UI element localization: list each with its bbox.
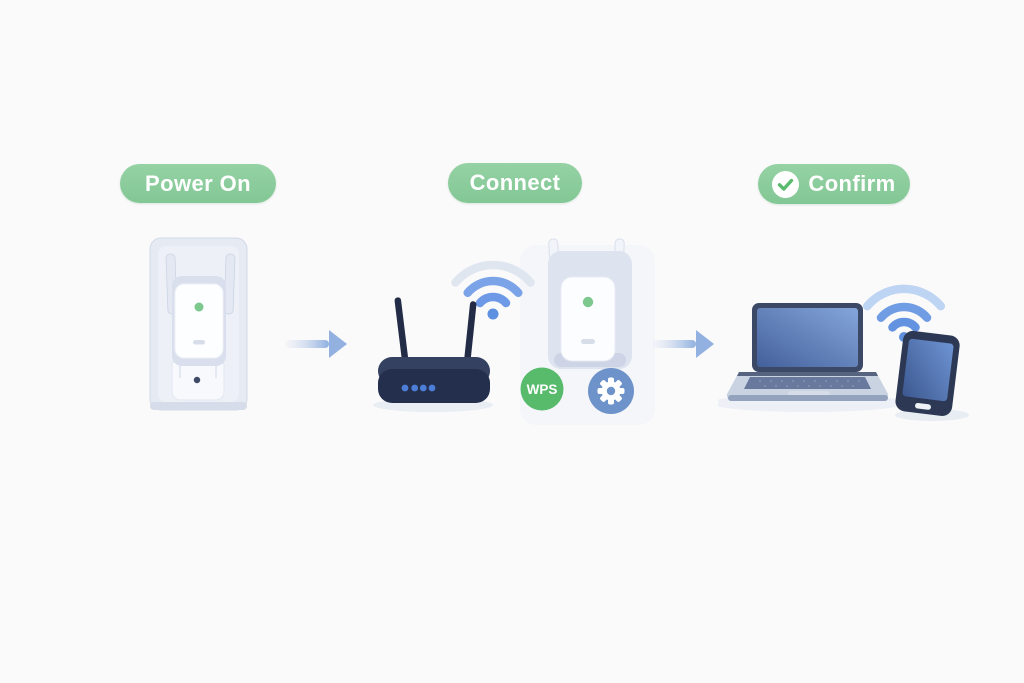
router-illustration	[373, 297, 493, 412]
laptop-screen	[757, 308, 858, 367]
step-badge-power-on: Power On	[120, 164, 276, 203]
phone-screen	[902, 338, 954, 402]
step-badge-connect: Connect	[448, 163, 582, 203]
arrow-right-icon	[652, 330, 714, 358]
socket-hole	[193, 376, 201, 384]
laptop-illustration	[726, 303, 889, 401]
phone-home-button	[915, 402, 931, 410]
step-badge-confirm: Confirm	[758, 164, 910, 204]
step-label-power-on: Power On	[145, 170, 251, 196]
power-led-icon	[582, 296, 594, 308]
extender-slot	[193, 340, 205, 345]
arrow-right-icon	[285, 330, 347, 358]
wifi-signal-icon	[451, 260, 535, 320]
router-antenna-right	[464, 301, 477, 362]
wps-badge: WPS	[520, 367, 564, 411]
extender-plugged-in	[165, 253, 236, 366]
gear-icon	[597, 377, 625, 405]
power-led-icon	[194, 302, 204, 312]
extender-illustration	[548, 238, 632, 369]
laptop-keyboard	[744, 377, 871, 389]
gear-badge	[588, 368, 634, 414]
step-label-connect: Connect	[469, 170, 561, 195]
router-leds	[401, 384, 436, 392]
phone-illustration	[895, 330, 960, 416]
confirm-illustration	[718, 284, 969, 421]
connect-illustration: WPS	[373, 238, 655, 425]
keyboard-keys	[759, 380, 860, 387]
extender-slot	[581, 339, 595, 344]
check-icon	[772, 170, 800, 198]
outlet-extender-illustration	[149, 237, 248, 411]
router-antenna-left	[394, 297, 409, 362]
step-label-confirm: Confirm	[808, 171, 896, 196]
wps-label: WPS	[527, 382, 558, 397]
